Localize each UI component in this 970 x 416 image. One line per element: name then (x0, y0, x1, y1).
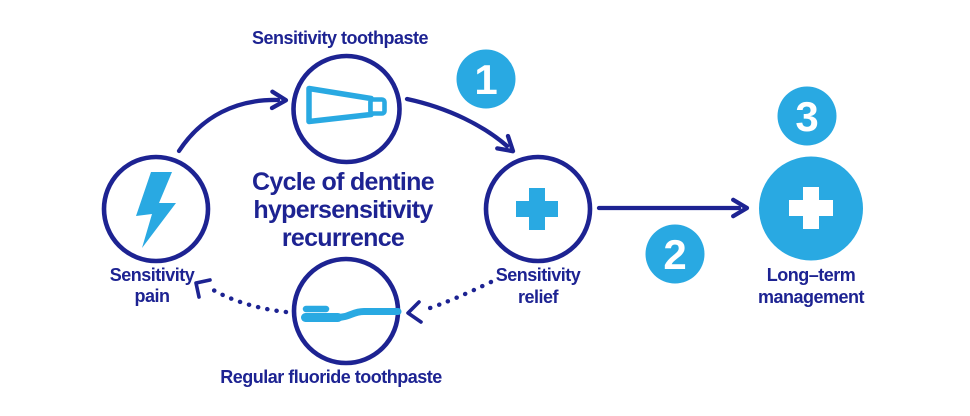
node-long-term-management: Long–term management (758, 156, 865, 307)
dotted-arrow-relief-to-toothbrush (421, 279, 494, 313)
regular-fluoride-toothpaste-label: Regular fluoride toothpaste (220, 367, 442, 387)
step-badge-1: 1 (456, 49, 516, 109)
dotted-arrow-toothbrush-to-pain (207, 285, 289, 315)
long-term-management-label-line2: management (758, 287, 865, 307)
step-3-number: 3 (795, 93, 818, 140)
title-line3: recurrence (282, 224, 405, 252)
title-line2: hypersensitivity (253, 196, 433, 224)
step-1-circle (456, 49, 516, 109)
arrow-pain-to-toothpaste (176, 89, 289, 154)
sensitivity-toothpaste-label: Sensitivity toothpaste (252, 28, 429, 48)
plus-cross-icon (516, 188, 558, 230)
step-badge-2: 2 (645, 224, 705, 284)
node-regular-fluoride-toothpaste: Regular fluoride toothpaste (220, 256, 443, 387)
node-sensitivity-relief: Sensitivity relief (483, 154, 593, 307)
plus-cross-icon (789, 187, 833, 229)
dotted-arrowhead-left-icon (406, 300, 423, 324)
toothbrush-icon (301, 305, 402, 322)
node-sensitivity-pain: Sensitivity pain (101, 154, 211, 306)
sensitivity-relief-label-line2: relief (518, 287, 560, 307)
diagram-title: Cycle of dentine hypersensitivity recurr… (252, 168, 435, 252)
step-badge-3: 3 (777, 86, 837, 146)
node-sensitivity-toothpaste: Sensitivity toothpaste (252, 28, 429, 165)
step-2-number: 2 (663, 231, 686, 278)
lightning-bolt-icon (136, 172, 176, 248)
tube-cap (368, 97, 387, 116)
sensitivity-pain-label-line2: pain (134, 286, 169, 306)
step-2-circle (645, 224, 705, 284)
toothpaste-tube-icon (306, 85, 387, 125)
long-term-management-label-line1: Long–term (767, 265, 856, 285)
title-line1: Cycle of dentine (252, 168, 435, 196)
arrow-toothpaste-to-relief (404, 96, 516, 154)
step-1-number: 1 (474, 56, 497, 103)
dotted-arrowhead-upleft-icon (194, 278, 212, 299)
step-3-circle (777, 86, 837, 146)
sensitivity-pain-label-line1: Sensitivity (110, 265, 195, 285)
sensitivity-relief-label-line1: Sensitivity (496, 265, 581, 285)
